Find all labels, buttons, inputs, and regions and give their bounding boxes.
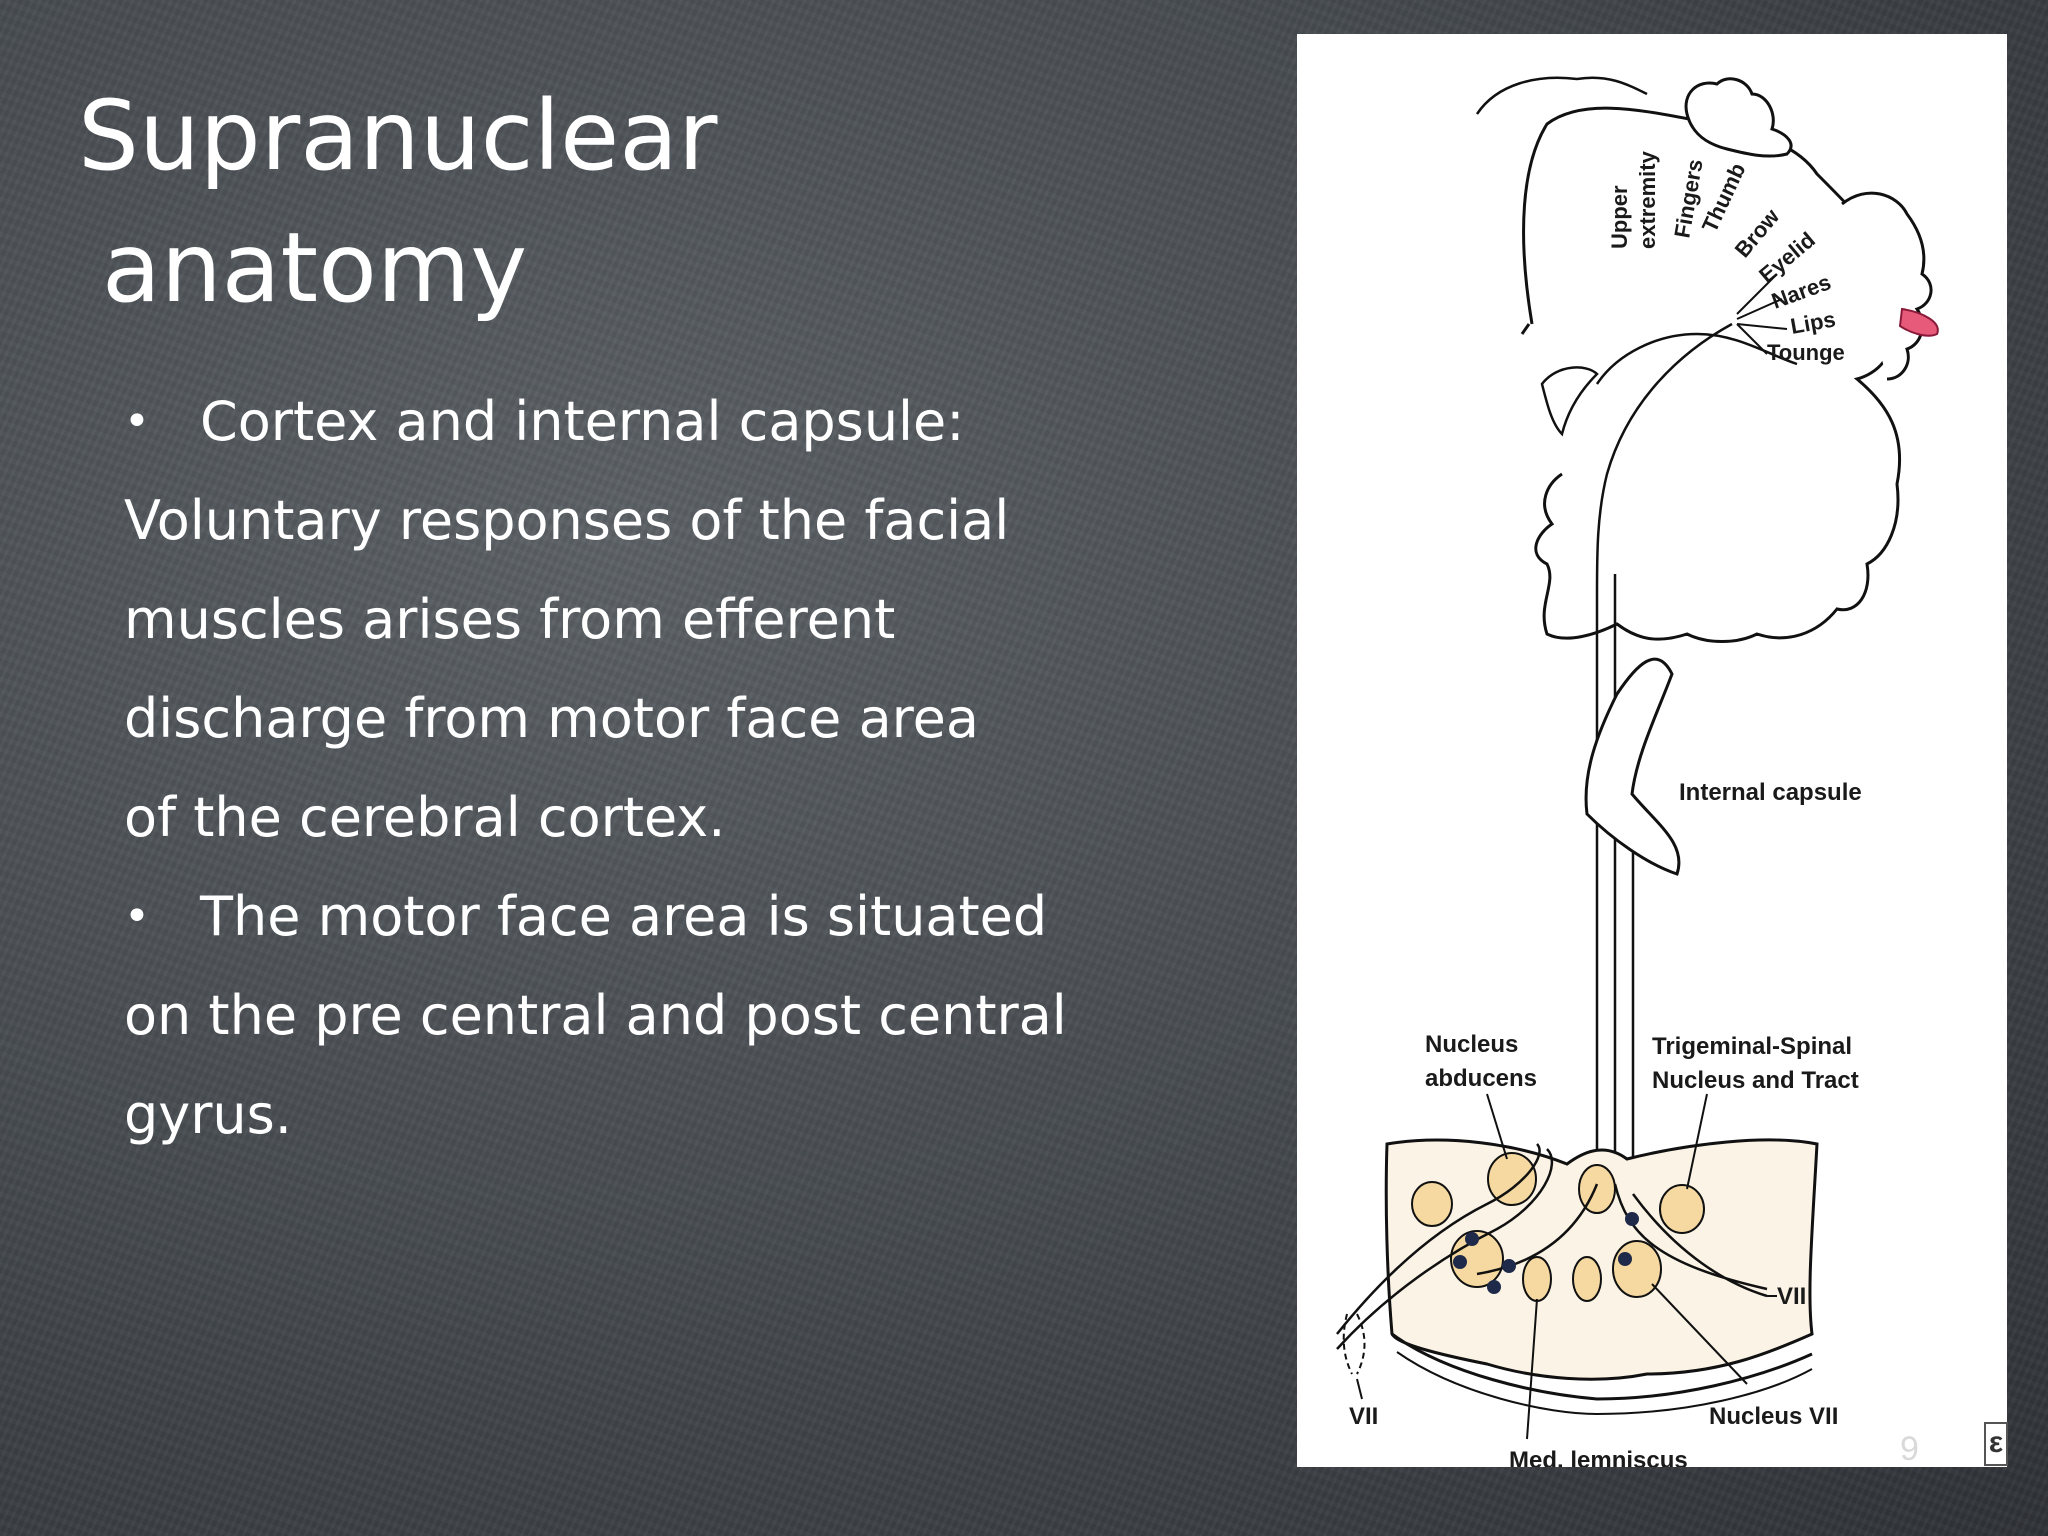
bullet-dot: • xyxy=(124,396,150,447)
brainstem-base xyxy=(1391,1332,1813,1401)
text-line: on the pre central and post central xyxy=(124,984,1067,1047)
cortex-top-curve xyxy=(1475,76,1648,115)
cortex-fold xyxy=(1520,323,1531,335)
vii-output-fiber xyxy=(1631,1193,1768,1298)
bullet-text: Cortex and internal capsule: xyxy=(200,390,965,453)
bullet-text: The motor face area is situated xyxy=(200,885,1048,948)
bullet-line-1: • Cortex and internal capsule: xyxy=(124,372,1104,471)
text-line: muscles arises from efferent xyxy=(124,588,896,651)
text-line: gyrus. xyxy=(124,1083,292,1146)
label-nucleus-abducens-2: abducens xyxy=(1425,1065,1537,1092)
pointer-trigeminal xyxy=(1686,1093,1708,1190)
nucleus-center-1 xyxy=(1578,1164,1616,1214)
label-upper: Upper xyxy=(1607,185,1632,249)
dot-marker xyxy=(1618,1252,1632,1266)
homunculus-pointers xyxy=(1736,273,1788,355)
facial-pathway-diagram: Upper extremity Fingers Thumb Brow Eyeli… xyxy=(1336,76,1939,1467)
label-lips: Lips xyxy=(1789,306,1838,338)
label-internal-capsule: Internal capsule xyxy=(1679,779,1862,806)
title-line-2: anatomy xyxy=(102,212,528,324)
cerebral-cortex-outline xyxy=(1522,106,1902,643)
dot-marker xyxy=(1453,1255,1467,1269)
label-trigeminal-2: Nucleus and Tract xyxy=(1652,1067,1859,1094)
label-nucleus-vii: Nucleus VII xyxy=(1709,1403,1838,1430)
label-nucleus-abducens-1: Nucleus xyxy=(1425,1031,1518,1058)
label-vii-right: VII xyxy=(1777,1283,1806,1310)
pointer-lemniscus xyxy=(1526,1298,1538,1440)
ventricle-shape xyxy=(1540,366,1599,437)
title-line-1: Supranuclear xyxy=(78,80,718,192)
dot-marker xyxy=(1487,1280,1501,1294)
text-line: discharge from motor face area xyxy=(124,687,979,750)
face-profile xyxy=(1841,191,1933,381)
left-nerve-exit xyxy=(1342,1313,1366,1375)
sulcus-line xyxy=(1595,332,1798,385)
facial-nerve-loop-2 xyxy=(1336,1148,1554,1350)
tongue-icon xyxy=(1898,307,1939,337)
pointer-abducens xyxy=(1486,1093,1508,1160)
slide-body: • Cortex and internal capsule: Voluntary… xyxy=(124,372,1104,1164)
bullet-line-2: • The motor face area is situated xyxy=(124,867,1104,966)
nucleus-left-1 xyxy=(1411,1181,1453,1227)
label-extremity: extremity xyxy=(1635,150,1660,249)
text-line: Voluntary responses of the facial xyxy=(124,489,1010,552)
text-line: of the cerebral cortex. xyxy=(124,786,726,849)
paragraph-cortex: • Cortex and internal capsule: Voluntary… xyxy=(124,372,1104,867)
page-number: 9 xyxy=(1900,1430,1919,1468)
nucleus-abducens xyxy=(1487,1152,1537,1206)
corner-logo-icon: ε xyxy=(1984,1422,2008,1466)
facial-pathway-figure: Upper extremity Fingers Thumb Brow Eyeli… xyxy=(1297,34,2007,1467)
pointer-nucleus-vii xyxy=(1651,1283,1748,1385)
slide-title: Supranuclear anatomy xyxy=(78,70,978,334)
dot-marker xyxy=(1465,1232,1479,1246)
label-trigeminal-1: Trigeminal-Spinal xyxy=(1652,1033,1852,1060)
label-med-lemniscus: Med. lemniscus xyxy=(1509,1447,1688,1467)
internal-capsule-shape xyxy=(1584,657,1681,876)
dot-marker xyxy=(1502,1259,1516,1273)
corticobulbar-tract xyxy=(1595,322,1733,1184)
facial-nerve-loop xyxy=(1336,1143,1541,1335)
nucleus-lemniscus xyxy=(1522,1256,1552,1302)
nucleus-vii xyxy=(1612,1240,1662,1298)
brainstem-base-2 xyxy=(1396,1351,1813,1416)
paragraph-motor-face: • The motor face area is situated on the… xyxy=(124,867,1104,1164)
label-tounge: Tounge xyxy=(1767,340,1845,365)
bullet-dot: • xyxy=(124,891,150,942)
label-vii-left: VII xyxy=(1349,1403,1378,1430)
nucleus-trigeminal xyxy=(1659,1184,1705,1234)
pointer-vii-left xyxy=(1356,1378,1363,1400)
hand-drawing xyxy=(1684,77,1793,158)
nucleus-center-2 xyxy=(1572,1256,1602,1302)
nucleus-left-2 xyxy=(1450,1230,1504,1288)
dot-marker xyxy=(1625,1212,1639,1226)
